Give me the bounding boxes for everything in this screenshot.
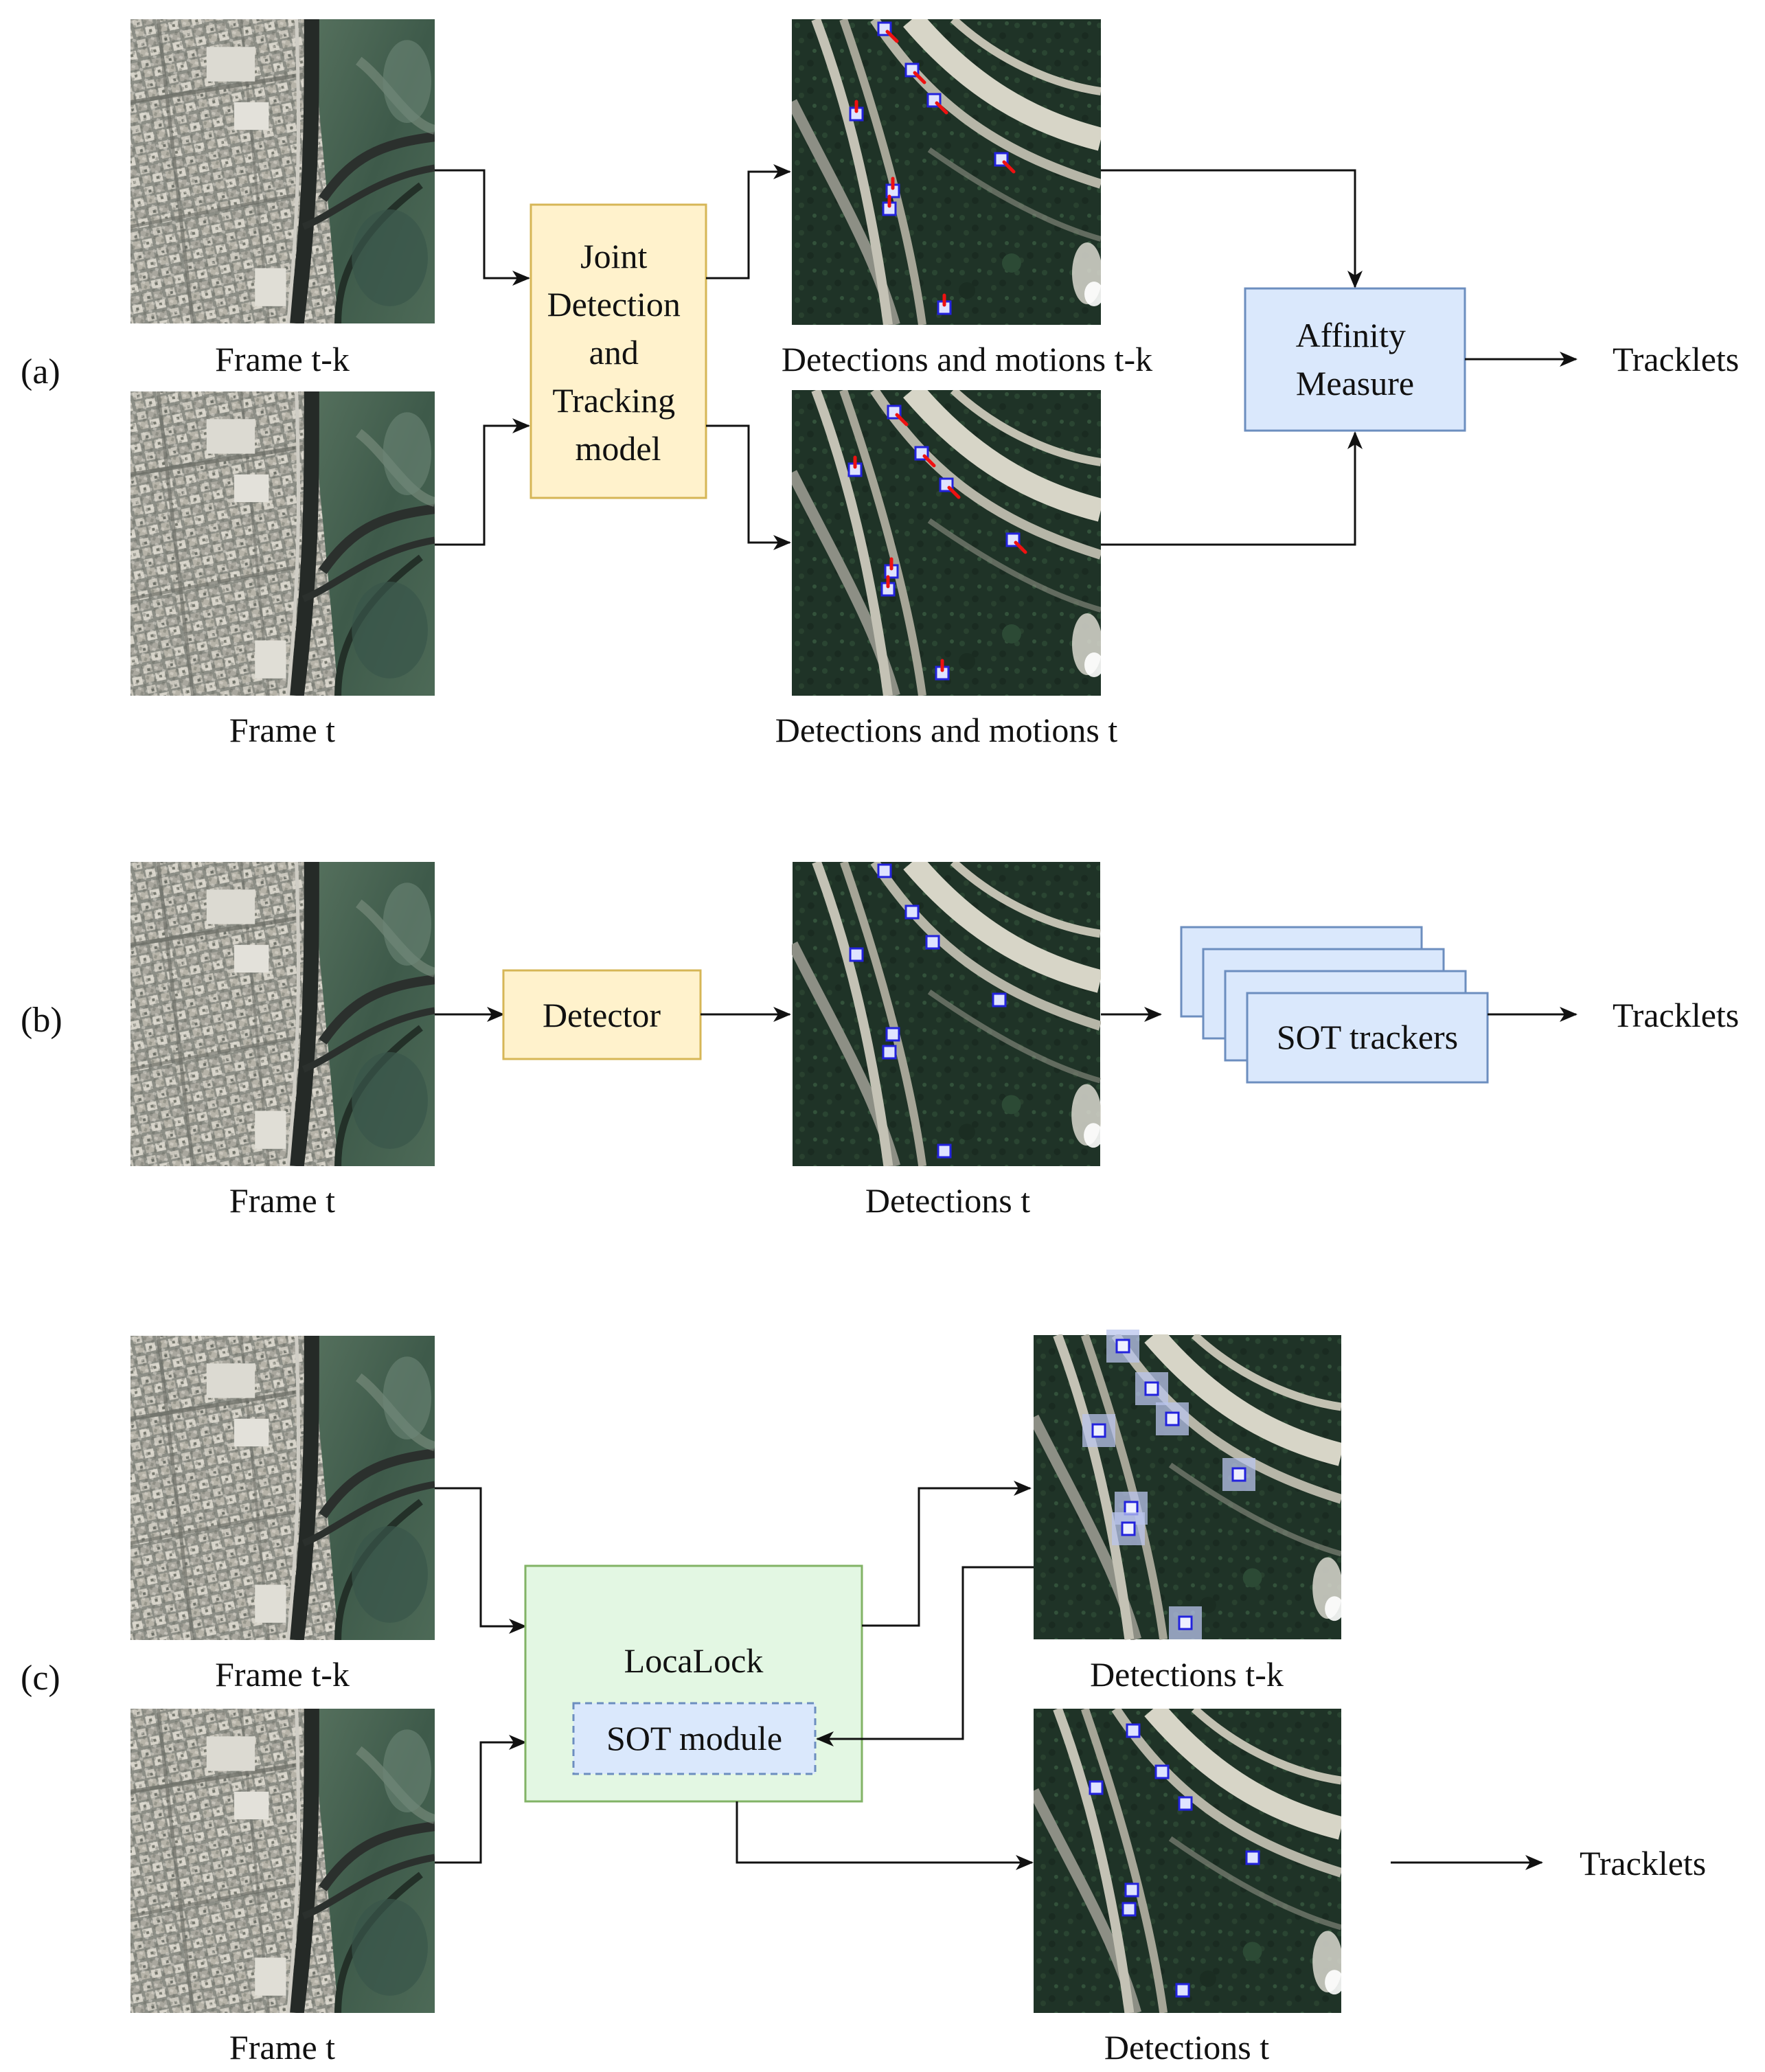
arrow-det-tk-to-sot-module: [816, 1566, 1034, 1746]
motion-arrow: [1002, 160, 1016, 174]
localock-label: LocaLock: [624, 1641, 764, 1680]
detector-label: Detector: [543, 996, 661, 1034]
detection-box: [1144, 1381, 1159, 1396]
detection-box: [885, 1027, 900, 1042]
motion-arrow: [1014, 540, 1027, 554]
arrow-localock-to-det-t: [736, 1801, 1034, 1870]
detection-box: [1091, 1423, 1106, 1438]
det-motion-tk-caption: Detections and motions t-k: [782, 340, 1152, 378]
motion-arrow: [947, 486, 961, 499]
panel-b: (b) Frame t Detector Detections t SOT tr…: [21, 862, 1739, 1220]
detections-tk-image: [1034, 1330, 1344, 1639]
arrow-localock-to-det-tk: [862, 1481, 1032, 1627]
frame-t-image: [130, 862, 435, 1166]
frame-t-caption: Frame t: [229, 711, 335, 749]
detection-box: [1178, 1796, 1193, 1811]
panel-c-label: (c): [21, 1659, 60, 1698]
frame-t-image: [130, 391, 435, 696]
arrow-frame-tk-to-model: [435, 169, 530, 286]
panel-a: (a) Frame t-k Frame t Joint Detection an…: [21, 19, 1739, 749]
sot-module-label: SOT module: [606, 1719, 782, 1757]
detection-box: [1165, 1411, 1180, 1426]
detections-t-caption: Detections t: [865, 1181, 1030, 1220]
detection-box: [1245, 1850, 1260, 1865]
detection-box: [1124, 1882, 1139, 1898]
arrow-frame-t-to-model: [435, 418, 530, 546]
detection-box: [1121, 1521, 1136, 1536]
sot-trackers-stack: SOT trackers: [1180, 926, 1489, 1084]
tracklets-output-c: Tracklets: [1580, 1844, 1706, 1882]
motion-arrow: [913, 71, 926, 84]
detection-box: [849, 947, 864, 962]
motion-arrow: [935, 101, 948, 115]
arrow-det-t-to-affinity: [1101, 431, 1363, 546]
detection-boxes: [849, 21, 1016, 315]
detections-t-caption: Detections t: [1104, 2028, 1269, 2067]
frame-tk-caption: Frame t-k: [215, 340, 350, 378]
detection-box: [1154, 1764, 1170, 1779]
detection-boxes: [1082, 1330, 1255, 1639]
detection-box: [1121, 1902, 1137, 1917]
frame-t-caption: Frame t: [229, 2028, 335, 2067]
arrow-frame-tk-to-localock: [435, 1487, 527, 1634]
tracklets-output-b: Tracklets: [1613, 996, 1739, 1034]
detection-box: [904, 904, 920, 920]
affinity-measure-box: [1244, 287, 1466, 432]
detection-box: [877, 863, 892, 878]
sot-trackers-label: SOT trackers: [1277, 1018, 1458, 1056]
frame-tk-image: [130, 1336, 435, 1640]
joint-model-box: [530, 203, 707, 499]
detection-box: [937, 1143, 952, 1159]
detection-boxes: [1089, 1723, 1260, 1998]
detections-t-image: [1034, 1709, 1344, 2013]
detection-box: [925, 935, 940, 950]
det-motion-t-image: [792, 390, 1104, 696]
tracklets-output-a: Tracklets: [1613, 340, 1739, 378]
motion-arrow: [885, 30, 899, 43]
joint-model-label: Joint Detection and Tracking model: [547, 237, 690, 468]
detection-boxes: [849, 863, 1007, 1159]
affinity-measure-label: Affinity Measure: [1296, 316, 1415, 402]
frame-t-caption: Frame t: [229, 1181, 335, 1220]
detection-box: [992, 992, 1007, 1007]
frame-t-image: [130, 1709, 435, 2013]
motion-arrow: [895, 413, 909, 426]
detection-box: [1178, 1615, 1193, 1630]
panel-c: (c) Frame t-k Frame t LocaLock SOT modul…: [21, 1330, 1706, 2067]
detections-tk-caption: Detections t-k: [1090, 1655, 1284, 1694]
arrow-model-to-det-t: [706, 424, 791, 550]
arrow-model-to-det-tk: [706, 164, 791, 280]
arrow-det-tk-to-affinity: [1101, 169, 1363, 288]
det-motion-tk-image: [792, 19, 1104, 325]
panel-a-label: (a): [21, 352, 60, 391]
arrow-frame-t-to-localock: [435, 1735, 527, 1864]
sot-module-box: [572, 1702, 817, 1775]
detection-boxes: [847, 405, 1027, 681]
detection-box: [1115, 1339, 1130, 1354]
frame-tk-caption: Frame t-k: [215, 1655, 350, 1694]
detection-box: [1175, 1983, 1190, 1998]
detections-t-image: [793, 862, 1103, 1166]
detection-box: [1089, 1780, 1104, 1795]
det-motion-t-caption: Detections and motions t: [775, 711, 1118, 749]
frame-tk-image: [130, 19, 435, 323]
detection-box: [1231, 1467, 1246, 1482]
detection-box: [882, 1045, 897, 1060]
panel-b-label: (b): [21, 1001, 62, 1040]
detection-box: [1126, 1723, 1141, 1738]
motion-arrow: [922, 454, 936, 468]
